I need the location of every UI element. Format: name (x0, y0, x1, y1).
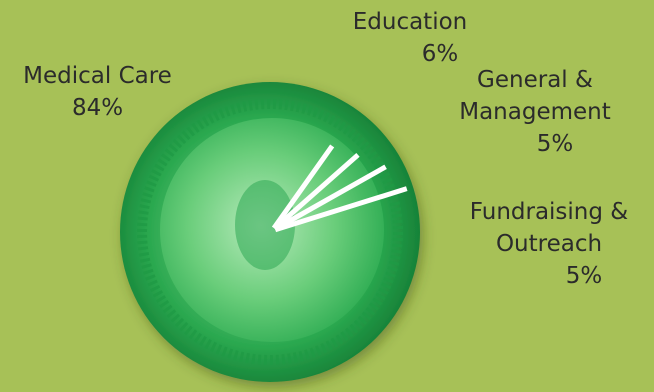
slice-divider-2 (272, 153, 360, 231)
slice-label-medical-care: Medical Care 84% (0, 60, 195, 124)
slice-category-text: Outreach (495, 231, 603, 257)
slice-divider-4 (274, 186, 408, 233)
slice-value-text: 5% (536, 131, 574, 157)
disc-rim (137, 99, 403, 365)
slice-dividers (271, 144, 408, 233)
slice-category-text: Fundraising & (469, 199, 629, 225)
slice-label-general-management: General & Management 5% (430, 64, 640, 160)
slice-divider-1 (271, 144, 335, 230)
slice-value-text: 84% (71, 95, 124, 121)
slice-label-education: Education 6% (330, 6, 490, 70)
slice-category-text: General & (477, 67, 593, 93)
pie-disc (120, 82, 420, 382)
slice-label-fundraising-outreach: Fundraising & Outreach 5% (444, 196, 654, 292)
slice-divider-3 (273, 164, 387, 232)
slice-value-text: 6% (421, 41, 459, 67)
slice-category-text: Management (459, 99, 611, 125)
slice-value-text: 5% (565, 263, 603, 289)
slice-category-text: Medical Care (23, 63, 172, 89)
disc-center (235, 180, 295, 270)
slice-category-text: Education (352, 9, 468, 35)
